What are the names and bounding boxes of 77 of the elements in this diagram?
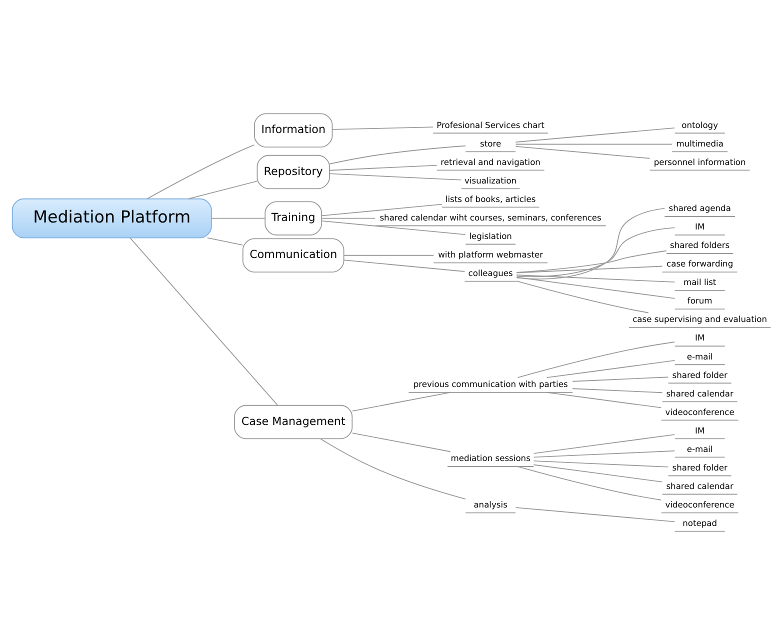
connector [343,259,466,272]
node-text: analysis [474,498,508,509]
node-text: retrieval and navigation [440,156,540,166]
node-text: shared agenda [668,202,731,213]
node-text: IM [695,424,705,435]
connector [572,388,663,393]
connector [146,144,255,199]
node-text: case supervising and evaluation [632,314,768,324]
connector [329,164,438,170]
node-text: forum [687,295,712,306]
connector [515,145,650,158]
node-text: mediation sessions [450,452,530,463]
node-box: Case Management [234,404,353,439]
node-text: shared folder [672,462,728,472]
connector [321,203,442,216]
connector [517,341,675,378]
node-text: store [480,138,502,148]
connector [572,376,669,382]
node-text: lists of books, articles [445,193,536,204]
node-box: Mediation Platform [12,198,212,238]
node-text: case forwarding [666,258,734,268]
connector [130,236,278,406]
connector [516,265,663,273]
node-text: personnel information [654,156,746,166]
connector [516,276,676,298]
node-text: IM [695,221,705,232]
connector [211,217,266,218]
node-text: mail list [683,276,716,287]
connector [517,466,662,500]
node-text: multimedia [676,138,724,148]
node-text: Profesional Services chart [436,119,544,130]
connector [188,180,258,199]
node-box: Training [264,200,322,235]
connector [352,432,451,452]
node-text: visualization [464,174,517,185]
node-text: ontology [682,119,718,130]
node-text: shared calendar wiht courses, seminars, conferences [380,212,602,222]
connector [516,280,649,313]
node-text: shared folders [670,240,730,250]
connector [533,464,663,482]
connector [516,250,667,272]
node-text: previous communication with parties [413,378,568,389]
node-text: videoconference [665,498,734,509]
node-text: shared folder [672,369,728,380]
connector [515,126,675,142]
connector [533,450,676,458]
connector [516,207,666,279]
node-text: shared calendar [666,480,734,490]
connector [320,438,466,500]
node-text: IM [695,332,705,342]
node-text: e-mail [686,350,713,361]
connector [352,392,451,411]
node-box: Repository [256,154,330,189]
node-text: e-mail [686,443,713,454]
node-text: videoconference [665,406,734,416]
connector [329,144,466,164]
connector [321,220,466,234]
connector [343,254,434,256]
node-text: legislation [469,230,512,240]
node-text: colleagues [468,267,513,278]
connector [533,460,669,467]
node-box: Communication [242,238,344,272]
connector [516,226,676,277]
connector [516,274,676,282]
node-text: with platform webmaster [438,248,544,259]
connector [546,360,676,378]
connector [329,172,462,180]
connector [332,126,434,130]
connector [515,506,675,522]
connector [546,391,662,408]
node-text: shared calendar [666,388,734,398]
node-box: Information [254,112,333,147]
node-text: notepad [682,517,718,528]
connector [321,217,376,218]
connector [206,236,244,246]
connector [533,434,676,454]
connector [515,143,672,144]
